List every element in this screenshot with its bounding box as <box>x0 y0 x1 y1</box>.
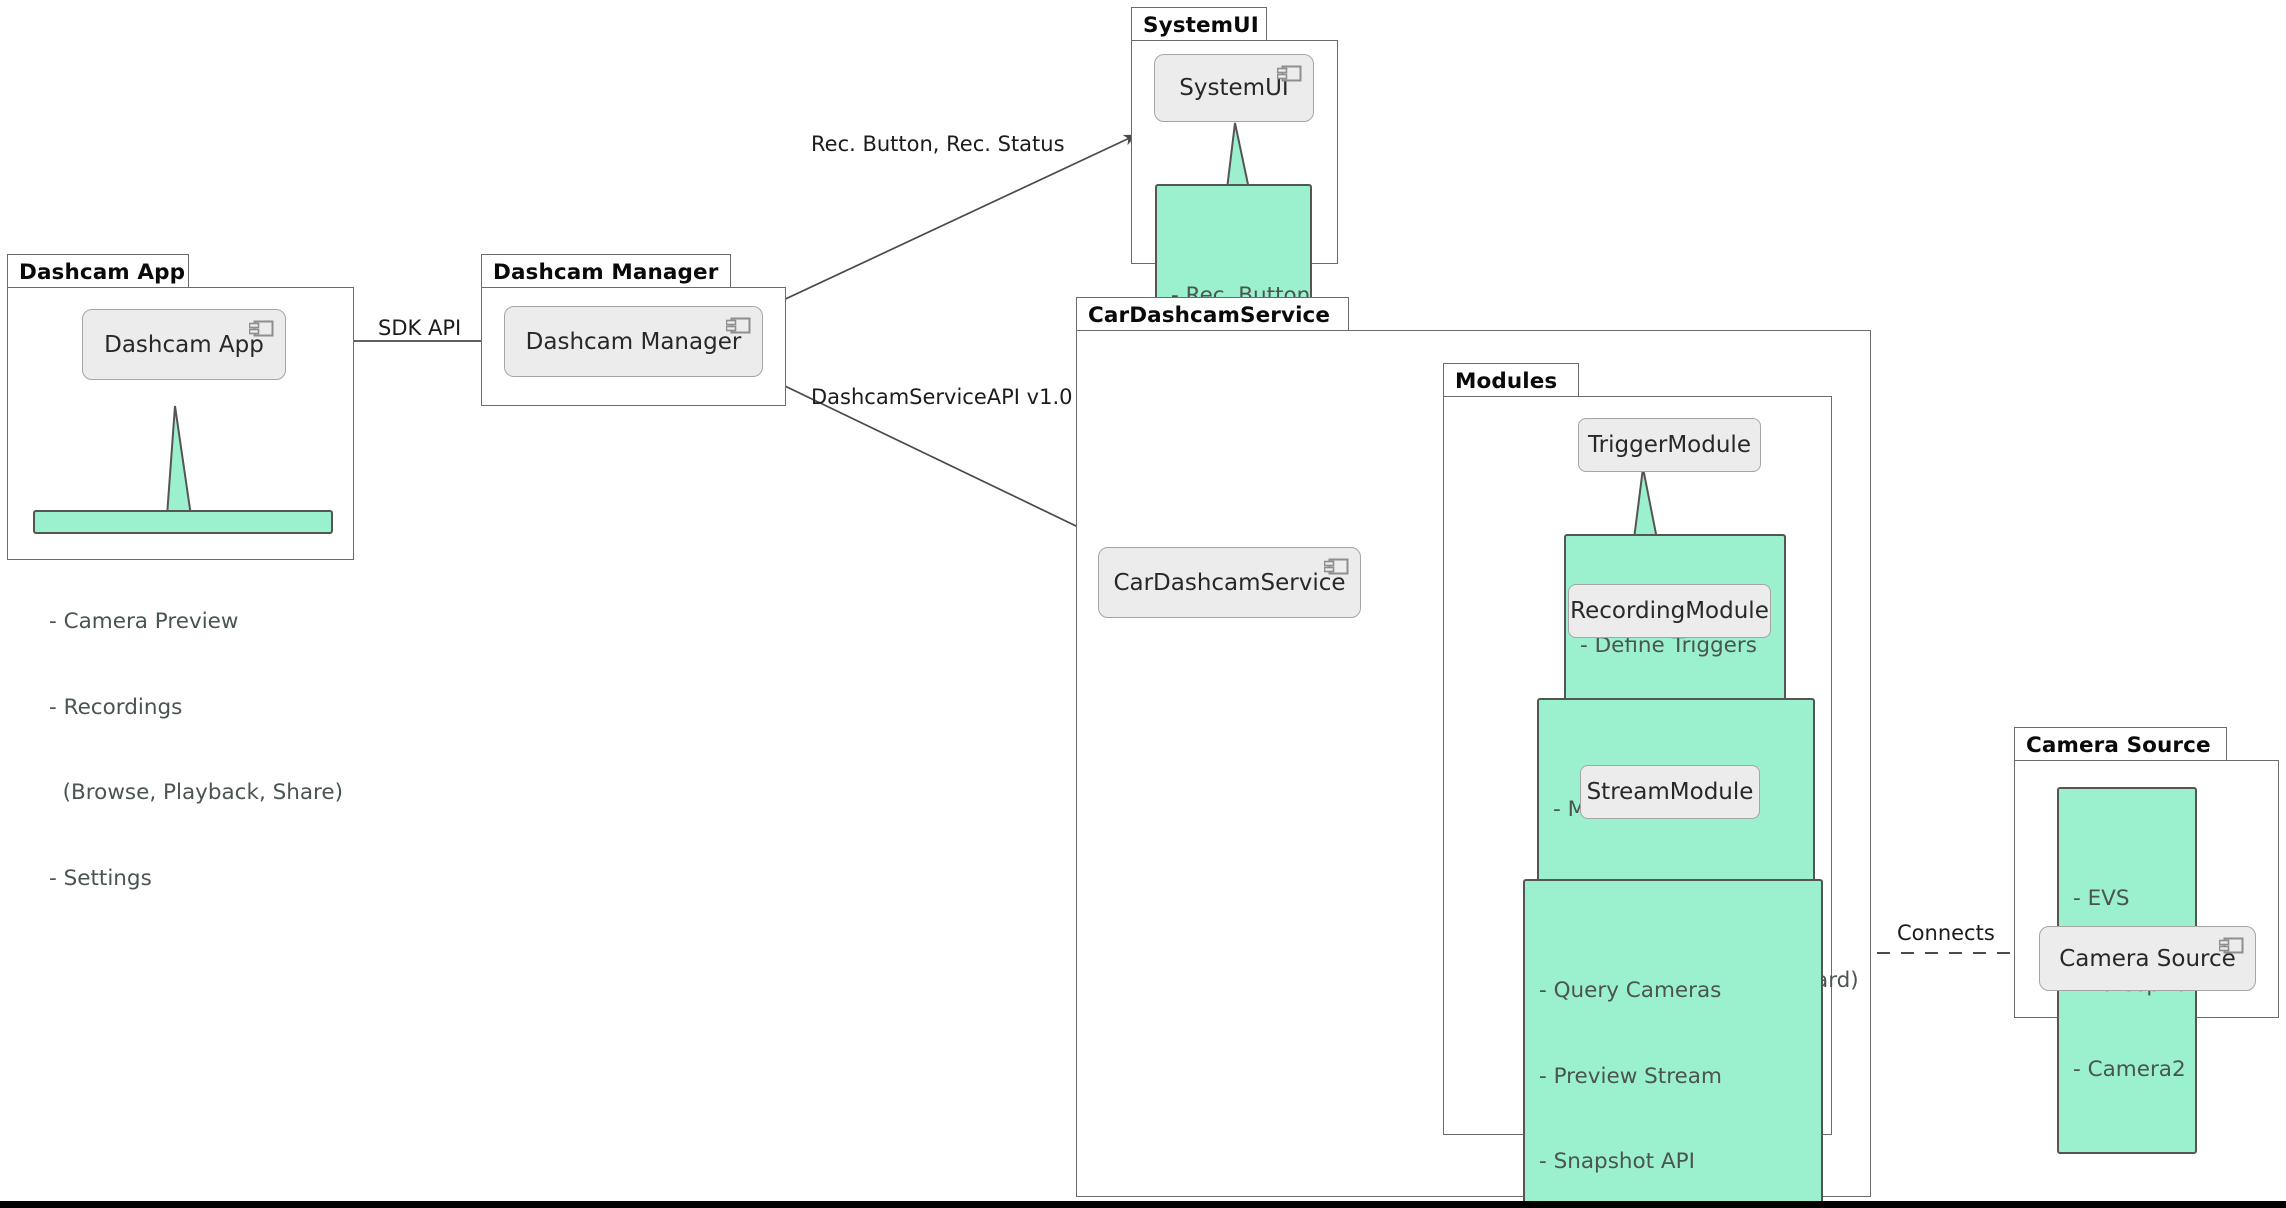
package-car-dashcam-service: CarDashcamService CarDashcamService Modu… <box>1076 297 1871 1201</box>
package-dashcam-app-tab: Dashcam App <box>7 254 189 288</box>
package-car-dashcam-service-label: CarDashcamService <box>1088 303 1331 328</box>
note-fold-icon <box>2169 787 2197 815</box>
component-camera-source[interactable]: Camera Source <box>2039 926 2256 991</box>
note-line: - Camera2 <box>2073 1057 2186 1083</box>
component-dashcam-app-label: Dashcam App <box>104 331 264 358</box>
component-stream-module-label: StreamModule <box>1586 779 1754 805</box>
note-line: (Browse, Playback, Share) <box>49 780 344 806</box>
edge-label-rec-button-status: Rec. Button, Rec. Status <box>811 132 1065 156</box>
note-fold-icon <box>1787 698 1815 726</box>
package-dashcam-app-label: Dashcam App <box>19 260 186 285</box>
package-dashcam-manager-tab: Dashcam Manager <box>481 254 731 288</box>
uml-component-icon <box>726 317 751 334</box>
edge-rec-button-status <box>761 134 1137 311</box>
package-camera-source-label: Camera Source <box>2026 733 2211 758</box>
note-line: - Recordings <box>49 694 183 720</box>
note-dashcam-app: - Camera Preview - Recordings (Browse, P… <box>33 510 343 891</box>
note-line: - Query Cameras <box>1539 977 1722 1003</box>
component-car-dashcam-service[interactable]: CarDashcamService <box>1098 547 1361 618</box>
component-system-ui[interactable]: SystemUI <box>1154 54 1314 122</box>
uml-component-icon <box>249 320 274 337</box>
package-camera-source: Camera Source - EVS - Perception - Camer… <box>2014 727 2279 1155</box>
component-dashcam-app[interactable]: Dashcam App <box>82 309 286 380</box>
component-stream-module[interactable]: StreamModule <box>1580 765 1760 819</box>
component-dashcam-manager[interactable]: Dashcam Manager <box>504 306 763 377</box>
component-recording-module-label: RecordingModule <box>1570 598 1769 624</box>
component-trigger-module[interactable]: TriggerModule <box>1578 418 1761 472</box>
package-dashcam-manager: Dashcam Manager Dashcam Manager <box>481 254 786 406</box>
note-line: - Camera Preview <box>49 608 239 634</box>
edge-label-dashcam-service-api: DashcamServiceAPI v1.0 <box>811 385 1073 409</box>
note-fold-icon <box>1795 879 1823 907</box>
package-system-ui: SystemUI SystemUI <box>1131 7 1338 466</box>
note-fold-icon <box>1758 534 1786 562</box>
note-fold-icon <box>1284 184 1312 212</box>
component-recording-module[interactable]: RecordingModule <box>1568 584 1771 638</box>
component-car-dashcam-service-label: CarDashcamService <box>1113 569 1346 596</box>
package-system-ui-label: SystemUI <box>1143 13 1259 38</box>
package-dashcam-manager-label: Dashcam Manager <box>493 260 719 285</box>
uml-component-icon <box>1324 558 1349 575</box>
uml-component-icon <box>2219 937 2244 954</box>
package-car-dashcam-service-tab: CarDashcamService <box>1076 297 1349 331</box>
note-line: - Snapshot API <box>1539 1149 1695 1175</box>
component-dashcam-manager-label: Dashcam Manager <box>525 328 742 355</box>
package-camera-source-tab: Camera Source <box>2014 727 2227 761</box>
edge-label-sdk-api: SDK API <box>378 316 462 340</box>
note-anchor-dashcam-app <box>165 405 193 517</box>
component-camera-source-label: Camera Source <box>2059 945 2236 972</box>
package-modules-tab: Modules <box>1443 363 1579 397</box>
package-modules-label: Modules <box>1455 369 1558 394</box>
note-fold-icon <box>305 510 333 538</box>
note-line: - EVS <box>2073 885 2130 911</box>
package-system-ui-tab: SystemUI <box>1131 7 1267 41</box>
note-line: - Preview Stream <box>1539 1063 1722 1089</box>
package-modules: Modules TriggerModule <box>1443 363 1859 1201</box>
edge-label-connects: Connects <box>1891 921 2001 945</box>
uml-component-icon <box>1277 65 1302 82</box>
package-dashcam-app: Dashcam App Dashcam App <box>7 254 354 891</box>
component-trigger-module-label: TriggerModule <box>1588 432 1751 458</box>
note-stream-module: - Query Cameras - Preview Stream - Snaps… <box>1523 879 1823 1201</box>
component-system-ui-label: SystemUI <box>1179 75 1289 101</box>
note-line: - Settings <box>49 866 152 892</box>
